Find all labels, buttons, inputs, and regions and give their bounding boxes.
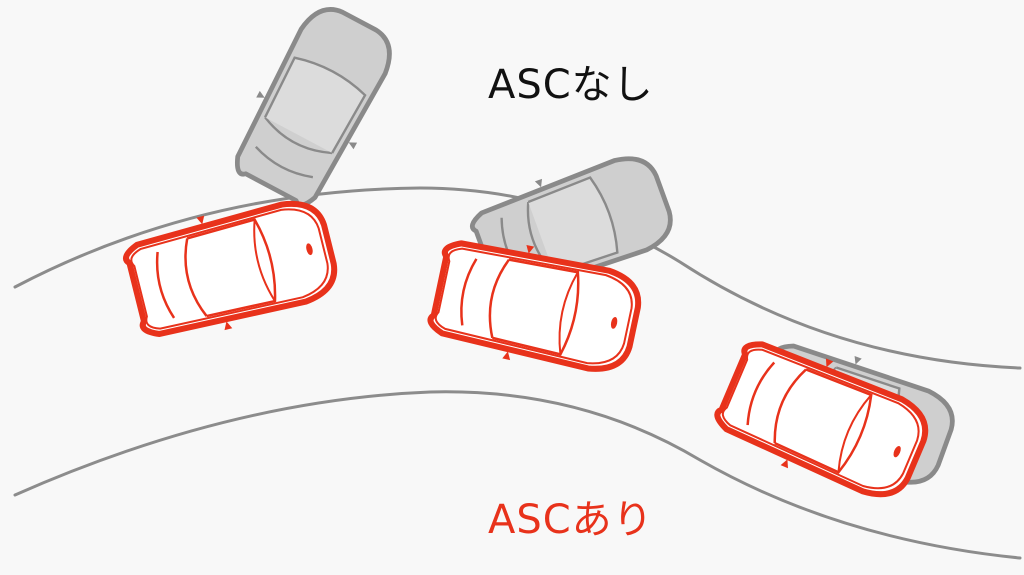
label-without-asc: ASCなし — [488, 62, 654, 108]
car-no-asc-1 — [221, 0, 408, 215]
label-with-asc: ASCあり — [488, 497, 654, 543]
road-inner-edge — [13, 390, 1022, 560]
car-asc-1 — [120, 188, 342, 349]
